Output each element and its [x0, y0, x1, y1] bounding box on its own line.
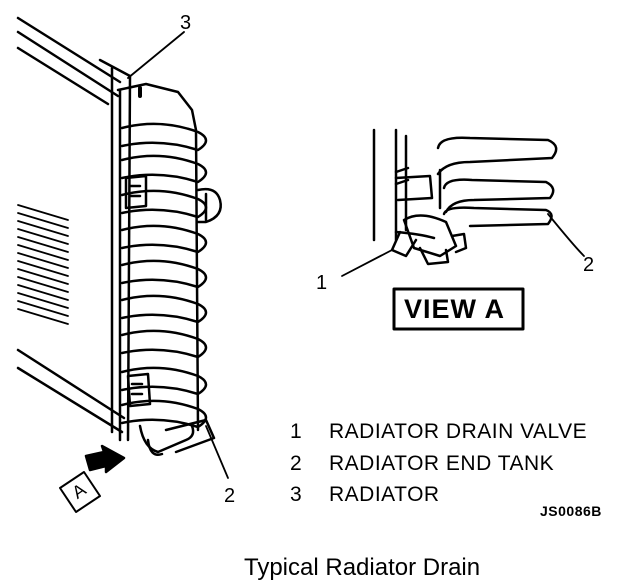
radiator-core	[16, 16, 132, 442]
leader-1	[341, 249, 393, 277]
figure-code: JS0086B	[540, 503, 602, 519]
view-a-label: VIEW A	[404, 294, 506, 324]
legend-item-2-text: RADIATOR END TANK	[329, 452, 555, 475]
radiator-end-tank	[116, 82, 222, 456]
callout-2-view: 2	[583, 254, 595, 276]
callout-1-view: 1	[316, 272, 328, 294]
view-a-arrow	[59, 444, 126, 513]
legend-item-1-num: 1	[290, 420, 302, 443]
legend-item-2-num: 2	[290, 452, 302, 475]
leader-3	[127, 31, 185, 79]
view-a-detail	[341, 128, 585, 277]
leader-2-bottom	[205, 425, 229, 479]
callout-3: 3	[180, 12, 192, 34]
callout-2-bottom: 2	[224, 485, 236, 507]
leader-2-view	[547, 213, 585, 257]
view-a-box	[392, 287, 525, 331]
legend-item-3-text: RADIATOR	[329, 483, 440, 506]
radiator-fins	[17, 204, 69, 325]
figure-caption: Typical Radiator Drain	[244, 554, 481, 581]
legend-item-1-text: RADIATOR DRAIN VALVE	[329, 420, 588, 443]
legend-item-3-num: 3	[290, 483, 302, 506]
